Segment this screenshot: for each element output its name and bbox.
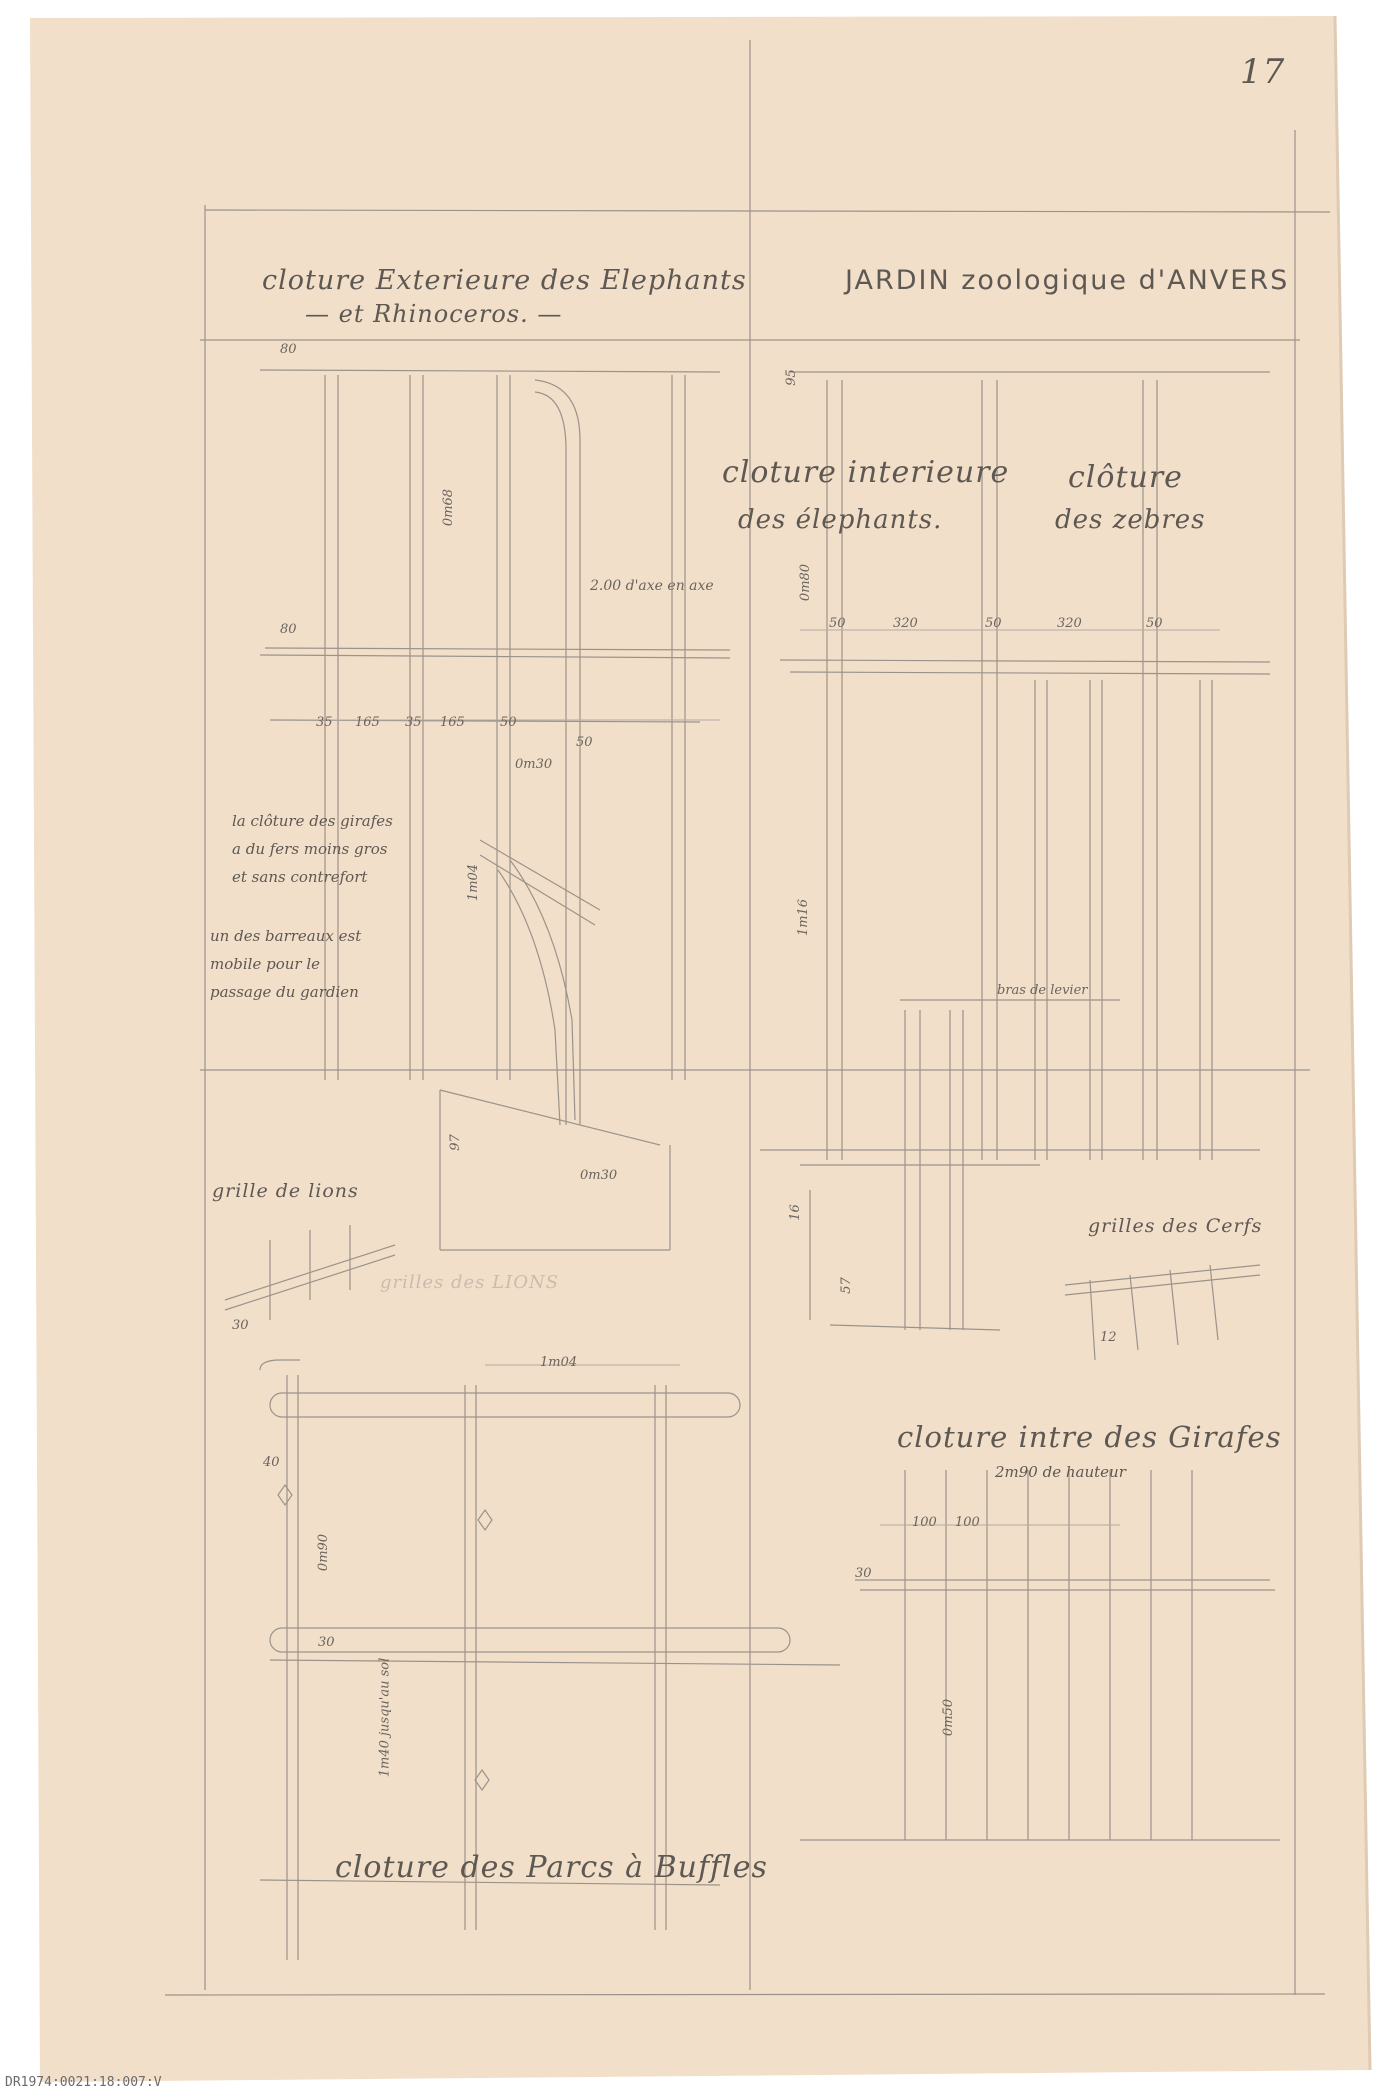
dim-104: 1m04 bbox=[466, 863, 482, 902]
dim-090: 0m90 bbox=[316, 1533, 332, 1572]
dimension-lines bbox=[330, 629, 1220, 1526]
dim-30-lions: 30 bbox=[232, 1318, 249, 1333]
dim-100-b: 100 bbox=[955, 1515, 980, 1530]
dim-30-giraffe: 30 bbox=[855, 1566, 872, 1581]
note-giraffe-line3: et sans contrefort bbox=[232, 868, 368, 886]
dim-80-mid: 80 bbox=[280, 622, 297, 637]
dim-50-b: 50 bbox=[576, 735, 593, 750]
dim-97: 97 bbox=[447, 1134, 463, 1151]
dim-116: 1m16 bbox=[796, 898, 812, 937]
note-giraffe-line2: a du fers moins gros bbox=[232, 840, 388, 858]
dim-080: 0m80 bbox=[798, 563, 814, 602]
dim-80-top: 80 bbox=[280, 342, 297, 357]
title-zoo-antwerp: JARDIN zoologique d'ANVERS bbox=[845, 265, 1290, 296]
note-giraffe-line1: la clôture des girafes bbox=[232, 812, 393, 830]
dim-50-a: 50 bbox=[500, 715, 517, 730]
paper-edge-shadow bbox=[1333, 15, 1372, 2071]
dim-30-buffalo: 30 bbox=[318, 1635, 335, 1650]
dim-050: 0m50 bbox=[941, 1698, 957, 1737]
dim-165-b: 165 bbox=[440, 715, 465, 730]
page-number: 17 bbox=[1240, 52, 1286, 92]
dim-030-a: 0m30 bbox=[515, 757, 553, 772]
dim-50-c: 50 bbox=[829, 616, 846, 631]
dim-320-a: 320 bbox=[893, 616, 918, 631]
dim-35-a: 35 bbox=[316, 715, 333, 730]
dim-165-a: 165 bbox=[355, 715, 380, 730]
title-giraffe-interior: cloture intre des Girafes bbox=[897, 1420, 1282, 1454]
note-axis-spacing: 2.00 d'axe en axe bbox=[590, 578, 714, 594]
dim-030-b: 0m30 bbox=[580, 1168, 618, 1183]
note-barrier-line2: mobile pour le bbox=[210, 955, 321, 973]
dim-40: 40 bbox=[263, 1455, 280, 1470]
dim-50-e: 50 bbox=[1146, 616, 1163, 631]
drawing-linework bbox=[164, 40, 1331, 1996]
title-rhinoceros: — et Rhinoceros. — bbox=[305, 300, 563, 328]
note-barrier-line3: passage du gardien bbox=[210, 983, 359, 1001]
title-elephants-exterior: cloture Exterieure des Elephants bbox=[262, 265, 747, 296]
dim-100-a: 100 bbox=[912, 1515, 937, 1530]
paper-sheet bbox=[30, 16, 1370, 2082]
dim-104-buffalo: 1m04 bbox=[540, 1355, 578, 1370]
title-interior-elephants-2: des élephants. bbox=[738, 505, 943, 535]
dim-320-b: 320 bbox=[1057, 616, 1082, 631]
dim-068: 0m68 bbox=[441, 488, 457, 527]
dim-35-b: 35 bbox=[405, 715, 422, 730]
title-interior-elephants-1: cloture interieure bbox=[722, 455, 1010, 490]
note-handrail: bras de levier bbox=[997, 983, 1088, 998]
accession-number: DR1974:0021:18:007:V bbox=[5, 2075, 162, 2090]
giraffe-height-label: 2m90 de hauteur bbox=[995, 1463, 1126, 1481]
dim-95: 95 bbox=[783, 369, 799, 386]
title-buffalo-park: cloture des Parcs à Buffles bbox=[335, 1850, 768, 1885]
title-deer-grille: grilles des Cerfs bbox=[1088, 1215, 1263, 1237]
title-lions-grille: grille de lions bbox=[212, 1180, 359, 1202]
dim-50-d: 50 bbox=[985, 616, 1002, 631]
dim-140: 1m40 jusqu'au sol bbox=[377, 1657, 393, 1778]
title-zebras-1: clôture bbox=[1068, 460, 1183, 495]
note-barrier-line1: un des barreaux est bbox=[210, 927, 362, 945]
title-zebras-2: des zebres bbox=[1055, 505, 1206, 535]
title-lions-grille-faint: grilles des LIONS bbox=[380, 1272, 560, 1293]
dim-57: 57 bbox=[838, 1277, 854, 1294]
dim-12-deer: 12 bbox=[1100, 1330, 1117, 1345]
dim-16: 16 bbox=[787, 1204, 803, 1221]
